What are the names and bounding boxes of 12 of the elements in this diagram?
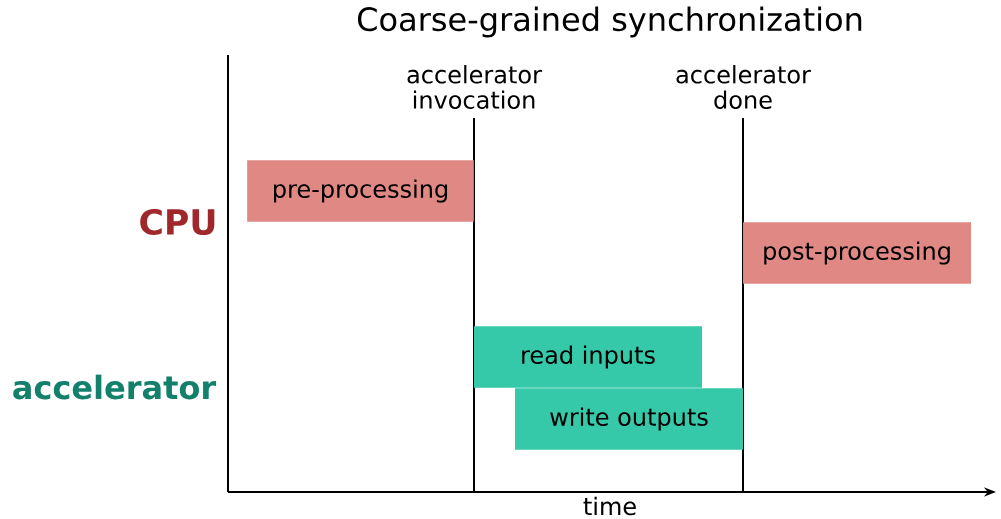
- lane-label: accelerator: [13, 374, 217, 400]
- process-box: write outputs: [515, 388, 743, 450]
- process-box: post-processing: [743, 222, 971, 284]
- process-box: read inputs: [474, 326, 702, 388]
- node-label: write outputs: [550, 407, 708, 431]
- lane-label: CPU: [140, 208, 215, 236]
- event-label: accelerator invocation: [407, 65, 542, 109]
- process-box: pre-processing: [247, 160, 474, 222]
- axis-label: time: [583, 496, 636, 516]
- event-label: accelerator done: [676, 65, 811, 109]
- node-label: read inputs: [522, 345, 655, 369]
- chart-title: Coarse-grained synchronization: [357, 6, 862, 38]
